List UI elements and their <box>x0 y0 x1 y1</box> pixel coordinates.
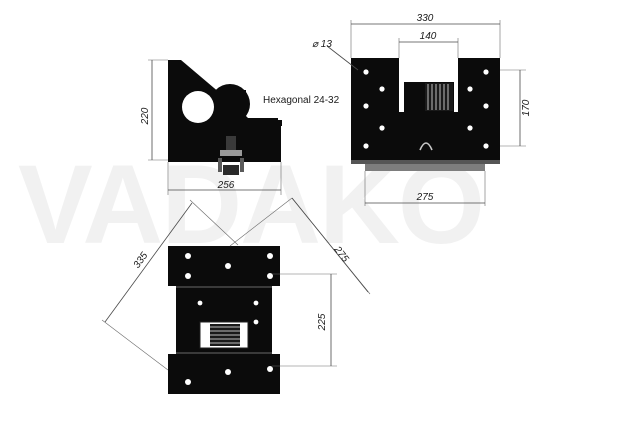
side-view: 220 256 Hexagonal 24-32 <box>140 59 340 195</box>
front-view: 330 140 ⌀ 13 170 275 <box>312 13 532 206</box>
top-diagonal-left-dimension-line <box>104 202 193 323</box>
hexagonal-note: Hexagonal 24-32 <box>263 95 340 106</box>
side-height-label: 220 <box>140 107 151 125</box>
top-height-label: 225 <box>317 313 328 331</box>
front-inner-width-label: 140 <box>420 31 437 42</box>
hole-diameter-label: ⌀ 13 <box>312 39 332 50</box>
side-width-label: 256 <box>217 180 235 191</box>
spring-coil <box>425 83 453 111</box>
top-view-body <box>168 246 280 394</box>
top-spring-coil <box>210 324 240 346</box>
mounting-holes <box>363 69 489 149</box>
top-mounting-holes <box>185 253 273 385</box>
front-base-width-label: 275 <box>416 192 434 203</box>
side-view-body <box>168 60 282 175</box>
front-view-body <box>351 58 500 171</box>
top-diagonal-right-dimension-line <box>291 197 369 293</box>
front-total-width-label: 330 <box>417 13 434 24</box>
front-height-label: 170 <box>521 99 532 116</box>
